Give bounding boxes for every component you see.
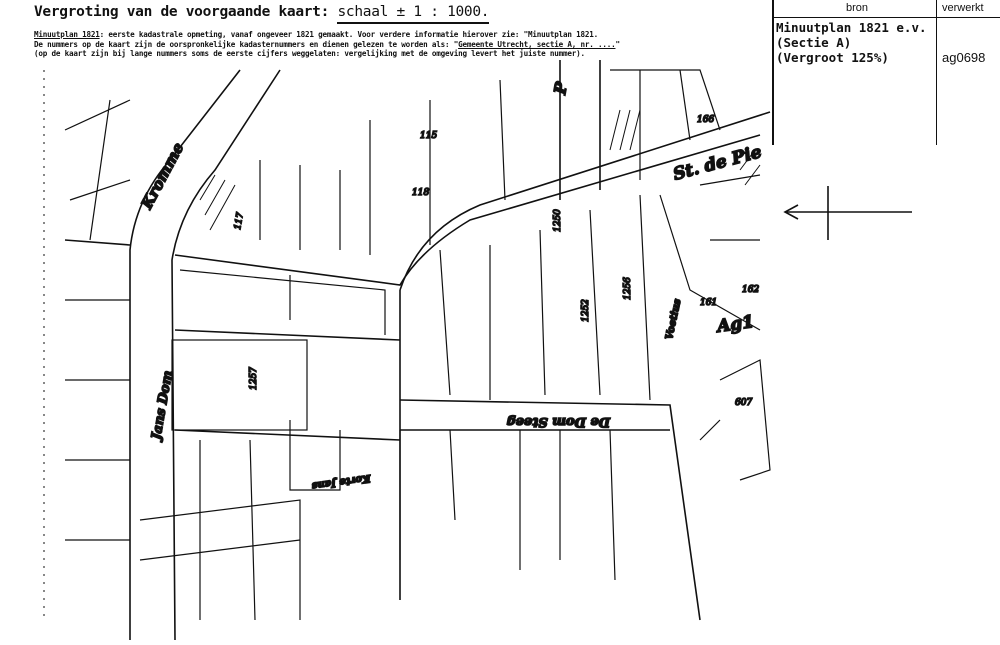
parcel-number: 166: [697, 115, 714, 125]
column-header-processed: verwerkt: [942, 2, 984, 14]
street-label-ag1: Ag1: [714, 312, 755, 337]
note-line-1: Minuutplan 1821: eerste kadastrale opmet…: [34, 30, 598, 39]
source-text: Minuutplan 1821 e.v. (Sectie A) (Vergroo…: [776, 20, 927, 65]
source-table: bron verwerkt Minuutplan 1821 e.v. (Sect…: [772, 0, 1000, 145]
street-label-dom-steeg: De Dom Steeg: [507, 414, 611, 429]
note-line-2: De nummers op de kaart zijn de oorspronk…: [34, 40, 620, 49]
note-line-3: (op de kaart zijn bij lange nummers soms…: [34, 49, 585, 58]
map-title: Vergroting van de voorgaande kaart: scha…: [34, 4, 490, 24]
note-text: (op de kaart zijn bij lange nummers soms…: [34, 49, 585, 58]
archive-code: ag0698: [942, 50, 986, 65]
scale-text: schaal ± 1 : 1000.: [337, 4, 490, 24]
parcel-number: 1250: [553, 209, 563, 232]
column-header-source: bron: [846, 2, 869, 14]
street-label-korte-jans: Korte Jans: [311, 472, 372, 491]
arrow-left-icon: [783, 186, 912, 240]
table-header: bron verwerkt: [774, 0, 1000, 18]
parcel-number: 607: [735, 398, 752, 408]
parcel-number: 161: [700, 298, 717, 308]
parcel-number: 115: [420, 131, 437, 141]
note-label: Minuutplan 1821: [34, 30, 100, 39]
note-text: : eerste kadastrale opmeting, vanaf onge…: [99, 30, 599, 39]
parcel-number: 1257: [249, 367, 259, 390]
parcel-number: 1256: [623, 277, 633, 300]
title-text: Vergroting van de voorgaande kaart:: [34, 4, 330, 20]
hatched-building: [199, 109, 761, 231]
note-text: De nummers op de kaart zijn de oorspronk…: [34, 40, 459, 49]
street-label-voetius: Voetius: [664, 298, 683, 341]
parcel-number: 117: [233, 212, 246, 231]
note-text: ": [615, 40, 620, 49]
street-outlines: [64, 60, 771, 641]
parcel-number: 162: [742, 285, 759, 295]
parcel-number: 1252: [581, 299, 591, 322]
parcel-lines: [64, 69, 771, 621]
note-reference: Gemeente Utrecht, sectie A, nr. ....: [458, 40, 616, 49]
street-label-p: P: [550, 80, 571, 97]
column-divider: [936, 0, 937, 145]
parcel-number: 118: [412, 188, 429, 198]
street-label-kromme: Kromme: [137, 140, 187, 213]
